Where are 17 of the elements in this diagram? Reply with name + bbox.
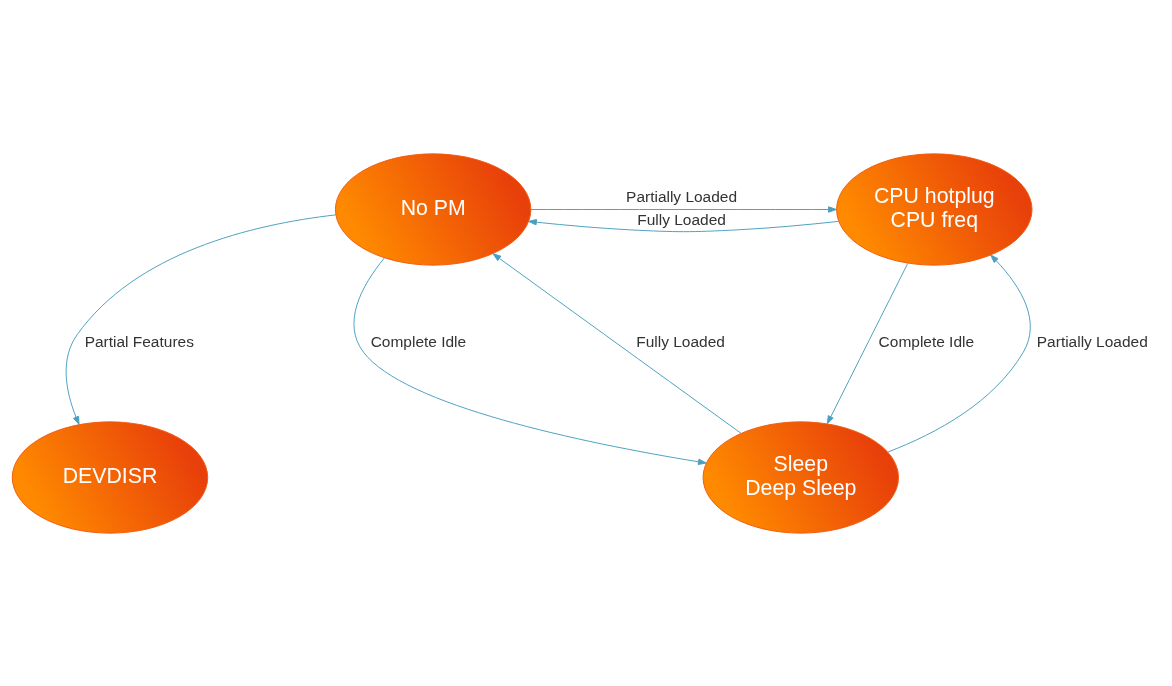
edge-label: Partially Loaded	[1036, 332, 1148, 350]
node-ellipse: DEVDISR	[11, 420, 209, 534]
edge-label: Complete Idle	[878, 332, 975, 350]
arrow	[528, 218, 840, 232]
arrow	[530, 205, 837, 213]
arrow	[65, 213, 337, 425]
edge-label: Fully Loaded	[637, 210, 726, 228]
node-ellipse: Sleep Deep Sleep	[702, 420, 899, 534]
node-ellipse: No PM	[334, 152, 532, 266]
arrow	[826, 262, 909, 424]
edge-label: Partially Loaded	[626, 187, 738, 205]
edge-label: Complete Idle	[370, 332, 467, 350]
arrow	[492, 252, 742, 434]
edge-label: Partial Features	[84, 332, 194, 350]
edge-label: Fully Loaded	[636, 332, 725, 350]
arrow	[353, 257, 707, 465]
arrow	[887, 254, 1031, 452]
